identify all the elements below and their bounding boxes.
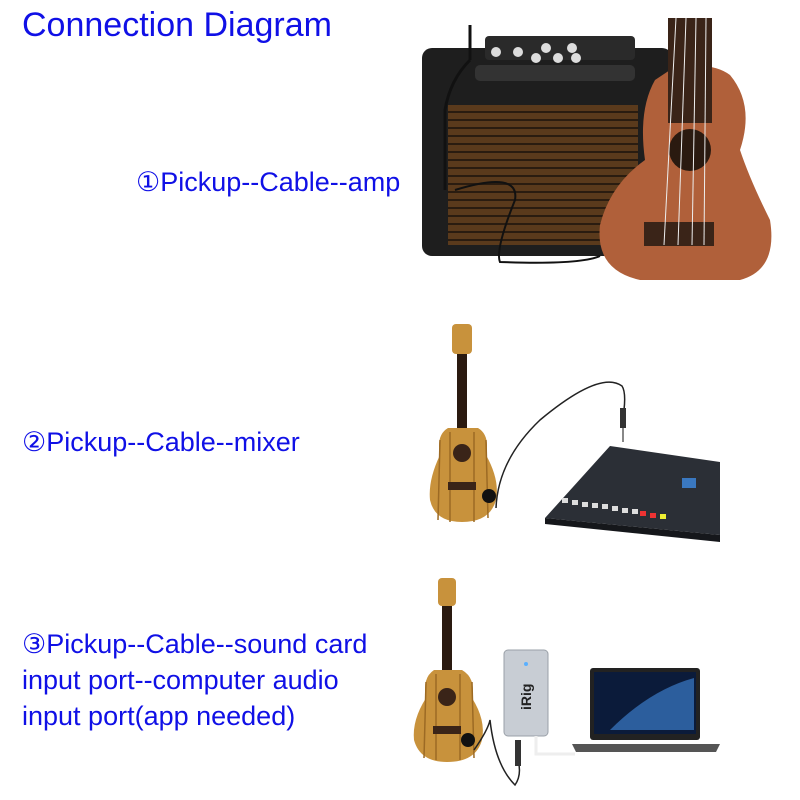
jack-plug-icon <box>515 740 521 766</box>
irig-brand-label: iRig <box>518 684 534 710</box>
step-2-label: ②Pickup--Cable--mixer <box>22 424 300 460</box>
sound-card-illustration: iRig <box>413 578 720 787</box>
ukulele-icon <box>413 578 483 762</box>
step-3-line-1: ③Pickup--Cable--sound card <box>22 629 368 659</box>
step-3-label: ③Pickup--Cable--sound card input port--c… <box>22 626 367 734</box>
step-1-line-1: ①Pickup--Cable--amp <box>136 167 401 197</box>
laptop-icon <box>572 668 720 752</box>
mixer-icon <box>545 446 720 542</box>
step-3-line-2: input port--computer audio <box>22 665 339 695</box>
amplifier-icon <box>422 25 672 256</box>
page-title: Connection Diagram <box>22 6 332 44</box>
pickup-icon <box>482 489 496 503</box>
jack-plug-icon <box>620 408 626 428</box>
amp-ukulele-illustration <box>422 17 772 280</box>
ukulele-icon <box>429 324 497 522</box>
step-2-line-1: ②Pickup--Cable--mixer <box>22 427 300 457</box>
step-1-label: ①Pickup--Cable--amp <box>136 164 400 200</box>
mixer-illustration <box>429 324 720 542</box>
irig-interface-icon: iRig <box>503 649 549 737</box>
ukulele-icon <box>599 17 772 280</box>
pickup-icon <box>461 733 475 747</box>
step-3-line-3: input port(app needed) <box>22 701 296 731</box>
